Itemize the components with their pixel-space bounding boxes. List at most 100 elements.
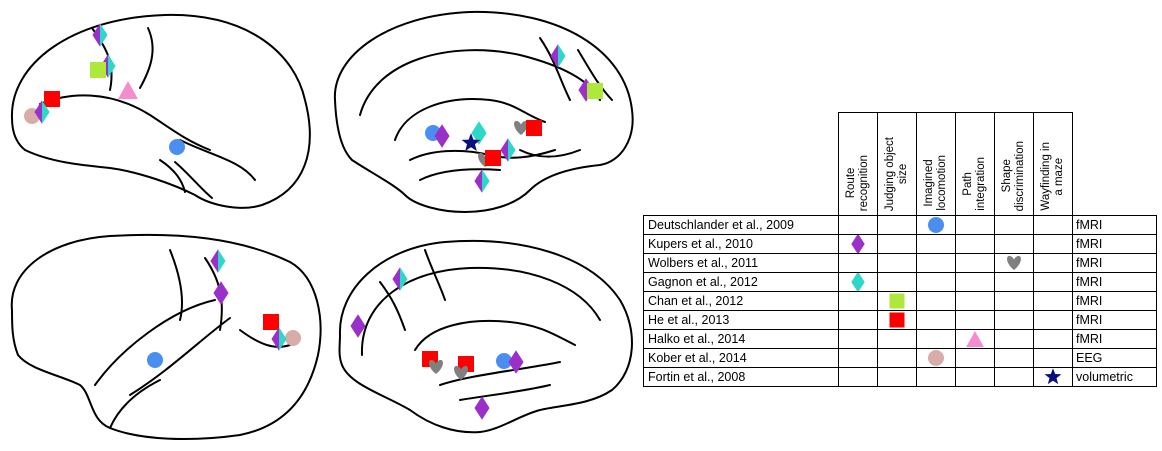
table-cell bbox=[916, 215, 956, 235]
study-name: Kupers et al., 2010 bbox=[643, 234, 839, 254]
table-cell bbox=[1033, 272, 1073, 292]
table-cell bbox=[838, 215, 878, 235]
method-label: fMRI bbox=[1072, 215, 1157, 235]
method-label: fMRI bbox=[1072, 253, 1157, 273]
study-name: Kober et al., 2014 bbox=[643, 348, 839, 368]
table-cell bbox=[916, 367, 956, 387]
table-row: Halko et al., 2014 fMRI bbox=[643, 329, 1157, 349]
table-cell bbox=[838, 310, 878, 330]
column-header: Judging object size bbox=[877, 112, 917, 216]
table-cell bbox=[994, 367, 1034, 387]
column-header-label: Route recognition bbox=[845, 154, 870, 211]
brain-marker-triangle bbox=[118, 81, 138, 99]
brain-marker-split-diamond bbox=[550, 44, 566, 68]
brain-marker-split-diamond bbox=[92, 23, 108, 47]
marker-triangle-icon bbox=[966, 331, 984, 347]
marker-square-icon bbox=[889, 312, 905, 328]
column-header: Shape discrimination bbox=[994, 112, 1034, 216]
table-cell bbox=[838, 348, 878, 368]
marker-square-icon bbox=[889, 293, 905, 309]
table-cell bbox=[877, 291, 917, 311]
table-cell bbox=[916, 234, 956, 254]
study-name: He et al., 2013 bbox=[643, 310, 839, 330]
column-header: Imagined locomotion bbox=[916, 112, 956, 216]
marker-diamond-icon bbox=[851, 235, 865, 253]
table-cell bbox=[955, 367, 995, 387]
brain-marker-diamond bbox=[474, 396, 490, 420]
column-header-label: Wayfinding in a maze bbox=[1040, 142, 1065, 211]
brain-bottom-left-outline bbox=[10, 233, 322, 440]
brain-diagrams bbox=[10, 10, 634, 440]
marker-star-icon bbox=[1044, 368, 1062, 385]
table-cell bbox=[1033, 329, 1073, 349]
brain-marker-diamond bbox=[350, 314, 366, 338]
table-cell bbox=[877, 329, 917, 349]
brain-marker-diamond bbox=[471, 121, 487, 145]
legend-table: Route recognition Judging object size Imag… bbox=[643, 112, 1157, 387]
table-cell bbox=[838, 234, 878, 254]
table-row: Kupers et al., 2010 fMRI bbox=[643, 234, 1157, 254]
table-cell bbox=[877, 234, 917, 254]
brain-marker-split-diamond bbox=[500, 138, 516, 162]
table-cell bbox=[877, 272, 917, 292]
table-cell bbox=[916, 272, 956, 292]
brain-marker-circle bbox=[285, 330, 301, 346]
table-cell bbox=[955, 348, 995, 368]
brain-marker-square bbox=[587, 83, 603, 99]
column-header-label: Judging object size bbox=[884, 136, 909, 211]
method-label: volumetric bbox=[1072, 367, 1157, 387]
table-cell bbox=[838, 367, 878, 387]
brain-marker-heart bbox=[429, 359, 443, 374]
brain-marker-diamond bbox=[213, 281, 229, 305]
table-cell bbox=[838, 291, 878, 311]
method-label: fMRI bbox=[1072, 329, 1157, 349]
table-cell bbox=[955, 291, 995, 311]
study-name: Chan et al., 2012 bbox=[643, 291, 839, 311]
brain-marker-split-diamond bbox=[34, 100, 50, 124]
brain-marker-circle bbox=[147, 352, 163, 368]
table-header-row: Route recognition Judging object size Imag… bbox=[644, 112, 1157, 216]
table-cell bbox=[877, 253, 917, 273]
brain-marker-heart bbox=[514, 120, 528, 135]
study-legend-table: Route recognition Judging object size Imag… bbox=[643, 112, 1157, 387]
table-cell bbox=[916, 291, 956, 311]
study-name: Halko et al., 2014 bbox=[643, 329, 839, 349]
brain-marker-square bbox=[526, 120, 542, 136]
table-cell bbox=[916, 310, 956, 330]
table-cell bbox=[838, 272, 878, 292]
table-cell bbox=[1033, 348, 1073, 368]
table-cell bbox=[955, 234, 995, 254]
brain-top-left-outline bbox=[10, 13, 311, 209]
column-header: Wayfinding in a maze bbox=[1033, 112, 1073, 216]
brain-marker-star bbox=[461, 133, 481, 151]
table-cell bbox=[994, 291, 1034, 311]
table-cell bbox=[994, 253, 1034, 273]
table-cell bbox=[916, 348, 956, 368]
table-cell bbox=[994, 329, 1034, 349]
table-cell bbox=[994, 215, 1034, 235]
brain-marker-split-diamond bbox=[271, 327, 287, 351]
table-cell bbox=[1033, 215, 1073, 235]
brain-marker-square bbox=[44, 91, 60, 107]
method-label: fMRI bbox=[1072, 234, 1157, 254]
method-label: fMRI bbox=[1072, 272, 1157, 292]
brain-marker-diamond bbox=[508, 350, 524, 374]
table-cell bbox=[877, 348, 917, 368]
brain-marker-square bbox=[90, 62, 106, 78]
study-name: Gagnon et al., 2012 bbox=[643, 272, 839, 292]
brain-marker-circle bbox=[169, 139, 185, 155]
table-cell bbox=[916, 329, 956, 349]
table-cell bbox=[1033, 310, 1073, 330]
brain-marker-diamond bbox=[434, 124, 450, 148]
brain-marker-diamond bbox=[578, 78, 594, 102]
brain-marker-square bbox=[263, 314, 279, 330]
column-header-label: Shape discrimination bbox=[1001, 140, 1026, 211]
brain-bottom-right-outline bbox=[338, 239, 633, 434]
table-cell bbox=[994, 272, 1034, 292]
table-cell bbox=[955, 329, 995, 349]
column-header: Route recognition bbox=[838, 112, 878, 216]
table-cell bbox=[994, 348, 1034, 368]
